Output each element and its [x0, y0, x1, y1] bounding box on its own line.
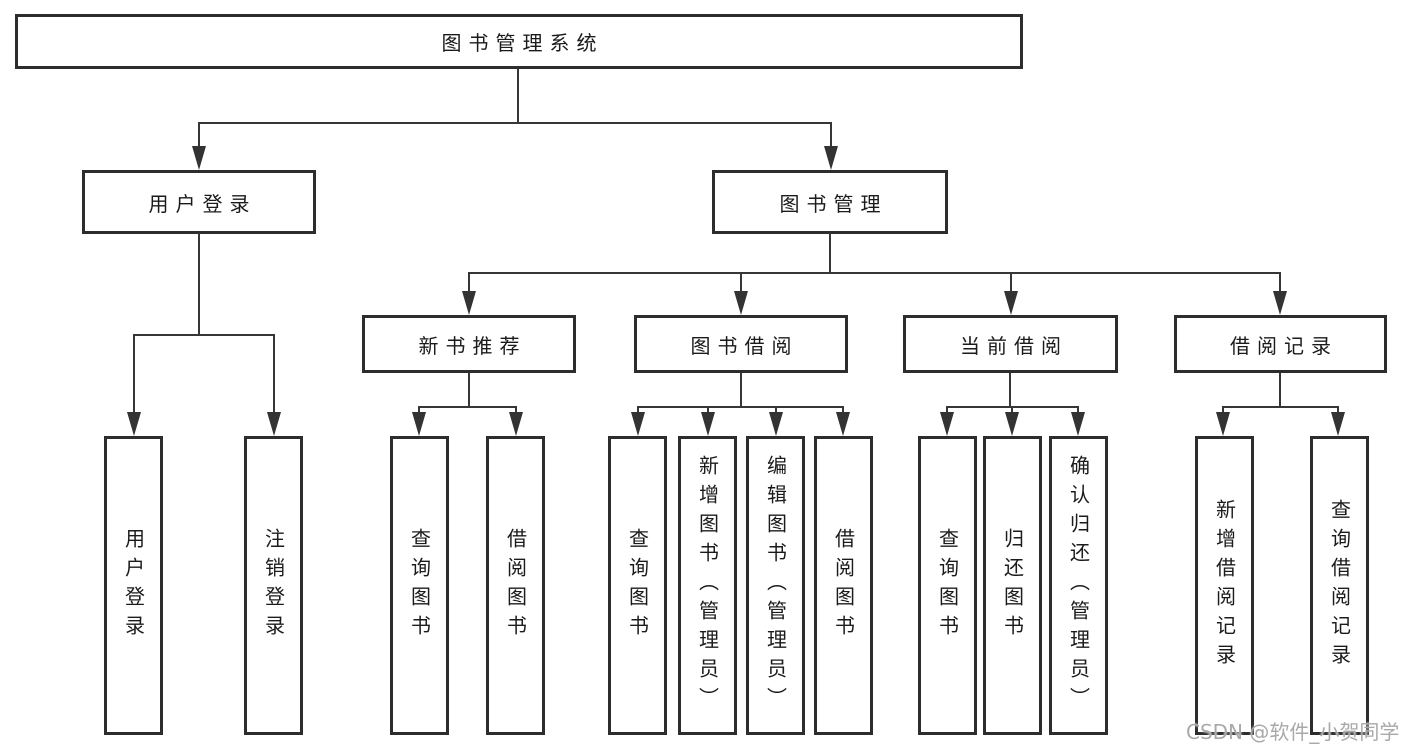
connector-line	[1279, 373, 1281, 408]
node-book-management: 图书管理	[712, 170, 948, 234]
arrow-down-icon	[631, 412, 645, 436]
arrow-down-icon	[769, 412, 783, 436]
leaf-label: 借阅图书	[831, 527, 856, 644]
leaf-borrow-books-recommend: 借阅图书	[486, 436, 545, 735]
arrow-down-icon	[940, 412, 954, 436]
connector-line	[946, 406, 948, 414]
connector-line	[418, 406, 517, 408]
leaf-label: 借阅图书	[503, 527, 528, 644]
connector-line	[468, 272, 1281, 274]
leaf-query-borrow-record: 查询借阅记录	[1310, 436, 1369, 735]
node-book-borrowing: 图书借阅	[634, 315, 848, 373]
connector-line	[1011, 406, 1013, 414]
leaf-confirm-return-admin: 确认归还（管理员）	[1049, 436, 1108, 735]
connector-line	[1337, 406, 1339, 414]
arrow-down-icon	[1005, 412, 1019, 436]
node-root-library-system: 图书管理系统	[15, 14, 1023, 69]
connector-line	[468, 272, 470, 292]
leaf-label: 归还图书	[1000, 527, 1025, 644]
arrow-down-icon	[509, 412, 523, 436]
leaf-label: 新增图书（管理员）	[695, 455, 720, 716]
arrow-down-icon	[836, 412, 850, 436]
connector-line	[133, 334, 135, 413]
leaf-label: 注销登录	[261, 527, 286, 644]
leaf-edit-books-admin: 编辑图书（管理员）	[746, 436, 805, 735]
leaf-query-books-borrowing: 查询图书	[608, 436, 667, 735]
connector-line	[468, 373, 470, 408]
leaf-query-books-recommend: 查询图书	[390, 436, 449, 735]
connector-line	[517, 69, 519, 122]
leaf-label: 编辑图书（管理员）	[763, 455, 788, 716]
connector-line	[1009, 373, 1011, 408]
node-new-book-recommend: 新书推荐	[362, 315, 576, 373]
connector-line	[1279, 272, 1281, 292]
leaf-add-books-admin: 新增图书（管理员）	[678, 436, 737, 735]
leaf-label: 查询借阅记录	[1327, 498, 1352, 673]
leaf-label: 新增借阅记录	[1212, 498, 1237, 673]
arrow-down-icon	[412, 412, 426, 436]
connector-line	[740, 272, 742, 292]
connector-line	[637, 406, 844, 408]
arrow-down-icon	[1071, 412, 1085, 436]
leaf-query-books-current: 查询图书	[918, 436, 977, 735]
connector-line	[1222, 406, 1339, 408]
connector-line	[1222, 406, 1224, 414]
connector-line	[198, 122, 200, 147]
leaf-add-borrow-record: 新增借阅记录	[1195, 436, 1254, 735]
connector-line	[198, 233, 200, 336]
connector-line	[830, 122, 832, 147]
arrow-down-icon	[1216, 412, 1230, 436]
arrow-down-icon	[1004, 291, 1018, 315]
connector-line	[198, 122, 832, 124]
connector-line	[637, 406, 639, 414]
arrow-down-icon	[701, 412, 715, 436]
leaf-label: 查询图书	[625, 527, 650, 644]
arrow-down-icon	[267, 412, 281, 436]
node-current-borrowing: 当前借阅	[903, 315, 1118, 373]
leaf-return-books: 归还图书	[983, 436, 1042, 735]
leaf-logout: 注销登录	[244, 436, 303, 735]
connector-line	[273, 334, 275, 413]
connector-line	[775, 406, 777, 414]
connector-line	[842, 406, 844, 414]
connector-line	[418, 406, 420, 414]
node-user-login: 用户登录	[82, 170, 316, 234]
arrow-down-icon	[1273, 291, 1287, 315]
leaf-borrow-books: 借阅图书	[814, 436, 873, 735]
arrow-down-icon	[734, 291, 748, 315]
leaf-label: 用户登录	[121, 527, 146, 644]
arrow-down-icon	[192, 146, 206, 170]
leaf-label: 查询图书	[407, 527, 432, 644]
arrow-down-icon	[824, 146, 838, 170]
connector-line	[515, 406, 517, 414]
leaf-label: 确认归还（管理员）	[1066, 455, 1091, 716]
connector-line	[707, 406, 709, 414]
csdn-watermark: CSDN @软件_小贺同学	[1186, 720, 1400, 744]
connector-line	[829, 233, 831, 274]
connector-line	[133, 334, 275, 336]
connector-line	[740, 373, 742, 408]
leaf-label: 查询图书	[935, 527, 960, 644]
connector-line	[1077, 406, 1079, 414]
arrow-down-icon	[1331, 412, 1345, 436]
leaf-user-login: 用户登录	[104, 436, 163, 735]
arrow-down-icon	[127, 412, 141, 436]
arrow-down-icon	[462, 291, 476, 315]
connector-line	[1010, 272, 1012, 292]
node-borrowing-records: 借阅记录	[1174, 315, 1387, 373]
